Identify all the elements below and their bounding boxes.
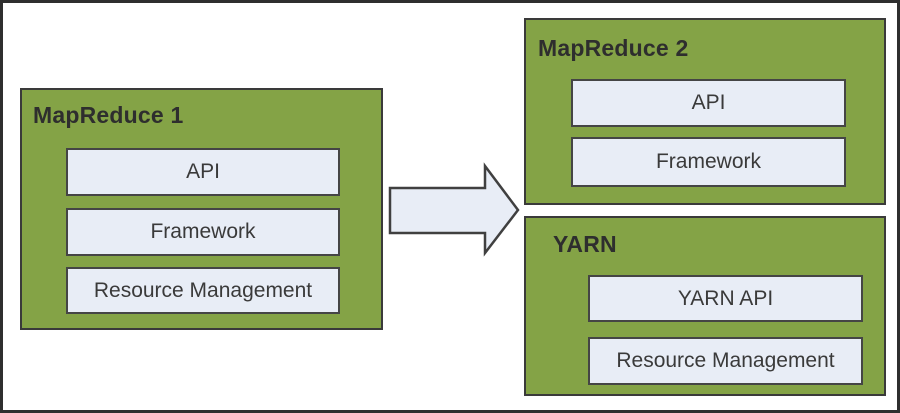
mapreduce1-layer-api: API xyxy=(66,148,340,196)
yarn-layer-yarn-api: YARN API xyxy=(588,275,863,322)
mapreduce1-layer-framework: Framework xyxy=(66,208,340,256)
mapreduce2-layer-api: API xyxy=(571,79,846,127)
mapreduce1-layer-resource-management: Resource Management xyxy=(66,267,340,314)
mapreduce1-container: MapReduce 1 API Framework Resource Manag… xyxy=(20,88,383,330)
mapreduce2-title: MapReduce 2 xyxy=(538,35,689,61)
yarn-layer-resource-management: Resource Management xyxy=(588,337,863,385)
transition-arrow-icon xyxy=(383,158,523,263)
mapreduce2-layer-framework: Framework xyxy=(571,137,846,187)
yarn-title: YARN xyxy=(553,231,617,257)
mapreduce2-container: MapReduce 2 API Framework xyxy=(524,18,886,205)
mapreduce1-title: MapReduce 1 xyxy=(33,102,184,128)
yarn-container: YARN YARN API Resource Management xyxy=(524,216,886,396)
